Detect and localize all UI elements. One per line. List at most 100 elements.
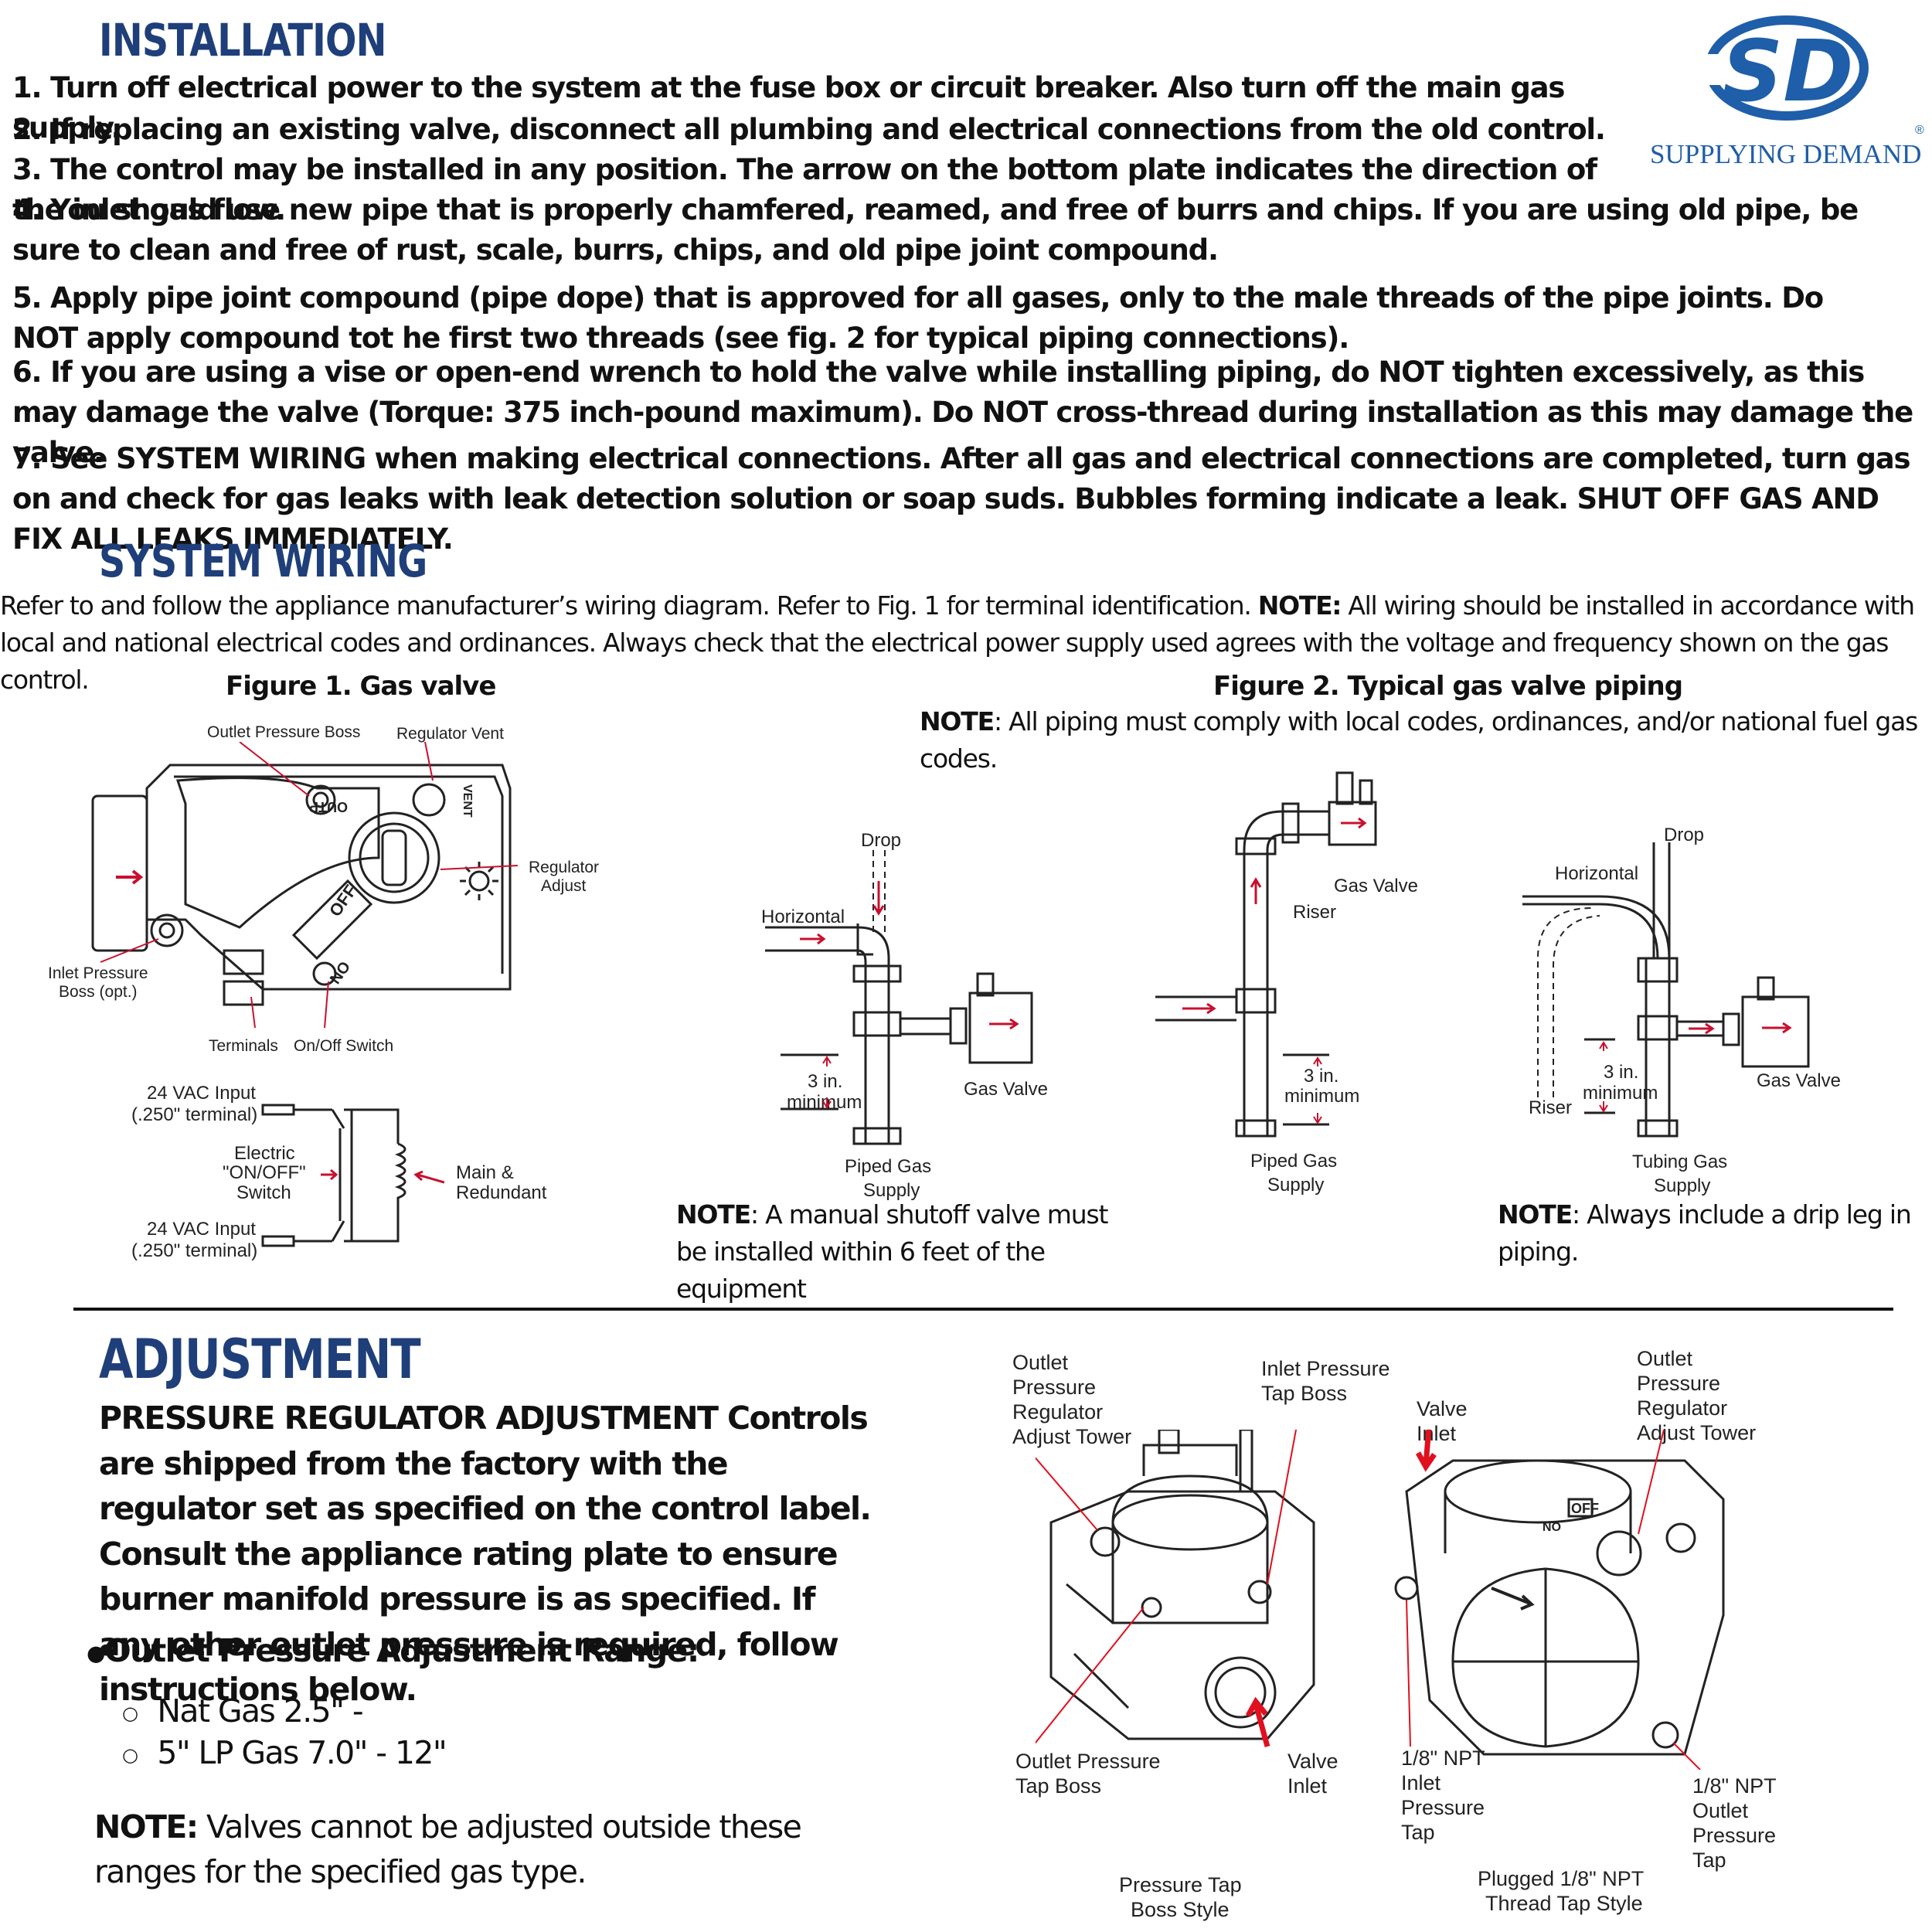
f3-left-inlet-label-1: Inlet Pressure <box>1261 1357 1390 1380</box>
installation-step-3: 3. The control may be installed in any p… <box>12 153 1597 226</box>
f3-left-caption-2: Boss Style <box>1131 1898 1230 1921</box>
f3-left-outlet-label-1: Outlet <box>1012 1351 1069 1374</box>
adjustment-note-text: Valves cannot be adjusted outside these … <box>94 1808 802 1890</box>
d1-supply-label-1: Piped Gas <box>845 1156 932 1177</box>
f3-right-outlet-label-4: Adjust Tower <box>1637 1421 1757 1444</box>
figure2-title: Figure 2. Typical gas valve piping <box>1213 671 1683 702</box>
figure2-note: NOTE: All piping must comply with local … <box>920 703 1932 777</box>
adjustment-range-label: ●Outlet Pressure Adjustment Range: <box>87 1632 699 1669</box>
wiring-input1-label-2: (.250" terminal) <box>131 1104 258 1125</box>
f3-right-outlet-label-3: Regulator <box>1637 1396 1728 1420</box>
brand-name: SUPPLYING DEMAND <box>1650 139 1922 169</box>
figure2-note3-text: : Always include a drip leg in piping. <box>1498 1199 1912 1267</box>
fig1-outlet-pressure-boss-label: Outlet Pressure Boss <box>207 723 361 741</box>
logo-letters: SD <box>1722 22 1854 121</box>
d1-drop-label: Drop <box>861 830 902 851</box>
d3-horizontal-label: Horizontal <box>1555 863 1639 884</box>
f3-left-outlet-tap-label-1: Outlet Pressure <box>1015 1750 1161 1773</box>
sd-logo-icon: SD <box>1700 15 1869 121</box>
f3-right-valve-inlet-label-1: Valve <box>1417 1397 1468 1420</box>
figure2-note-text: : All piping must comply with local code… <box>920 706 1918 774</box>
f3-right-outlet-tap-label-4: Tap <box>1692 1849 1726 1872</box>
range-item-2: ○5" LP Gas 7.0" - 12" <box>122 1734 447 1771</box>
bullet-circle-icon: ○ <box>122 1744 138 1766</box>
f3-right-valve-inlet-label-2: Inlet <box>1417 1422 1457 1445</box>
d2-supply-label-2: Supply <box>1267 1175 1325 1196</box>
f3-right-inlet-tap-label-3: Pressure <box>1401 1796 1485 1819</box>
f3-left-outlet-label-4: Adjust Tower <box>1012 1425 1132 1448</box>
f3-right-outlet-tap-label-1: 1/8" NPT <box>1692 1774 1777 1798</box>
adjustment-heading: ADJUSTMENT <box>99 1328 421 1391</box>
f3-right-outlet-label-2: Pressure <box>1637 1372 1721 1395</box>
installation-step-6: 6. If you are using a vise or open-end w… <box>12 355 1913 469</box>
f3-right-inlet-tap-label-4: Tap <box>1401 1821 1435 1844</box>
adjustment-text: PRESSURE REGULATOR ADJUSTMENT Controls a… <box>99 1396 879 1713</box>
installation-heading: INSTALLATION <box>99 14 386 66</box>
d2-min-label-1: 3 in. <box>1304 1066 1339 1087</box>
f3-right-outlet-tap-label-2: Outlet <box>1692 1799 1749 1822</box>
wiring-main-label-1: Main & <box>456 1162 514 1183</box>
range-item-1: ○Nat Gas 2.5" - <box>122 1692 364 1730</box>
d3-drop-label: Drop <box>1664 825 1705 845</box>
fig1-regulator-adjust-label-2: Adjust <box>541 877 587 895</box>
regulator-adjust-sun-icon <box>460 862 498 900</box>
valve-illustration-boss-style <box>1036 1430 1315 1747</box>
piping-diagram-2 <box>1155 771 1377 1138</box>
system-wiring-text: Refer to and follow the appliance manufa… <box>0 587 1924 699</box>
valve-illustration-tap-style: OFF ON <box>1394 1430 1725 1770</box>
adjustment-body: Controls are shipped from the factory wi… <box>99 1400 872 1708</box>
f3-right-outlet-label-1: Outlet <box>1637 1347 1693 1370</box>
figure2-note2-text: : A manual shutoff valve must be install… <box>676 1199 1108 1304</box>
figure2-note2-label: NOTE <box>676 1199 751 1230</box>
system-wiring-note-label: NOTE: <box>1257 590 1342 621</box>
wiring-main-label-2: Redundant <box>456 1182 547 1203</box>
wiring-input2-label-1: 24 VAC Input <box>147 1219 256 1240</box>
right-valve-off-text: OFF <box>1571 1501 1599 1516</box>
d1-horizontal-label: Horizontal <box>761 906 845 927</box>
d2-min-label-2: minimum <box>1284 1086 1360 1107</box>
brand-reg-mark: ® <box>1915 124 1924 137</box>
piping-diagram-3 <box>1522 842 1810 1138</box>
f3-left-inlet-label-2: Tap Boss <box>1261 1382 1348 1405</box>
valve-outp-text: OUTP <box>309 799 348 815</box>
d2-gas-valve-label: Gas Valve <box>1334 876 1418 896</box>
f3-left-valve-inlet-label-1: Valve <box>1287 1750 1338 1773</box>
d2-riser-label: Riser <box>1293 902 1337 923</box>
d3-min-label-1: 3 in. <box>1604 1062 1639 1083</box>
system-wiring-heading: SYSTEM WIRING <box>99 535 427 587</box>
fig1-terminals-label: Terminals <box>209 1037 278 1055</box>
f3-left-valve-inlet-label-2: Inlet <box>1287 1774 1328 1798</box>
fig1-inlet-pressure-label-1: Inlet Pressure <box>48 964 148 982</box>
system-wiring-text-a: Refer to and follow the appliance manufa… <box>0 590 1258 621</box>
installation-step-4: 4. You should use new pipe that is prope… <box>12 193 1859 267</box>
wiring-switch-label-2: "ON/OFF" <box>223 1162 306 1183</box>
adjustment-note: NOTE: Valves cannot be adjusted outside … <box>94 1804 836 1894</box>
figure2-note3: NOTE: Always include a drip leg in pipin… <box>1498 1196 1932 1270</box>
d3-gas-valve-label: Gas Valve <box>1757 1070 1841 1091</box>
bullet-circle-icon: ○ <box>122 1702 138 1724</box>
figure2-note-label: NOTE <box>920 706 995 736</box>
right-valve-on-text: ON <box>1543 1519 1561 1532</box>
d1-min-label-1: 3 in. <box>808 1071 843 1092</box>
figure2-note3-label: NOTE <box>1498 1199 1573 1230</box>
fig1-inlet-pressure-label-2: Boss (opt.) <box>59 983 138 1001</box>
inlet-flow-arrow-icon <box>116 869 144 885</box>
d1-gas-valve-label: Gas Valve <box>964 1079 1048 1100</box>
f3-left-caption-1: Pressure Tap <box>1119 1873 1242 1896</box>
piping-diagram-1 <box>765 850 1033 1145</box>
wiring-switch-label-3: Switch <box>236 1182 291 1203</box>
fig1-onoff-switch-label: On/Off Switch <box>294 1037 394 1055</box>
f3-right-inlet-tap-label-1: 1/8" NPT <box>1401 1747 1485 1770</box>
fig1-regulator-vent-label: Regulator Vent <box>396 725 504 743</box>
installation-step-5: 5. Apply pipe joint compound (pipe dope)… <box>12 281 1824 355</box>
f3-right-inlet-tap-label-2: Inlet <box>1401 1771 1441 1794</box>
d3-supply-label-1: Tubing Gas <box>1632 1151 1728 1172</box>
installation-step-7: 7. See SYSTEM WIRING when making electri… <box>12 442 1911 556</box>
system-wiring-text-b: All wiring should be installed in accord… <box>0 590 1915 695</box>
wiring-switch-label-1: Electric <box>234 1143 295 1164</box>
valve-vent-text: VENT <box>461 784 474 818</box>
installation-step-1: 1. Turn off electrical power to the syst… <box>12 71 1565 145</box>
d3-supply-label-2: Supply <box>1654 1175 1711 1196</box>
f3-right-caption-2: Thread Tap Style <box>1485 1892 1643 1915</box>
d2-supply-label-1: Piped Gas <box>1250 1151 1338 1172</box>
